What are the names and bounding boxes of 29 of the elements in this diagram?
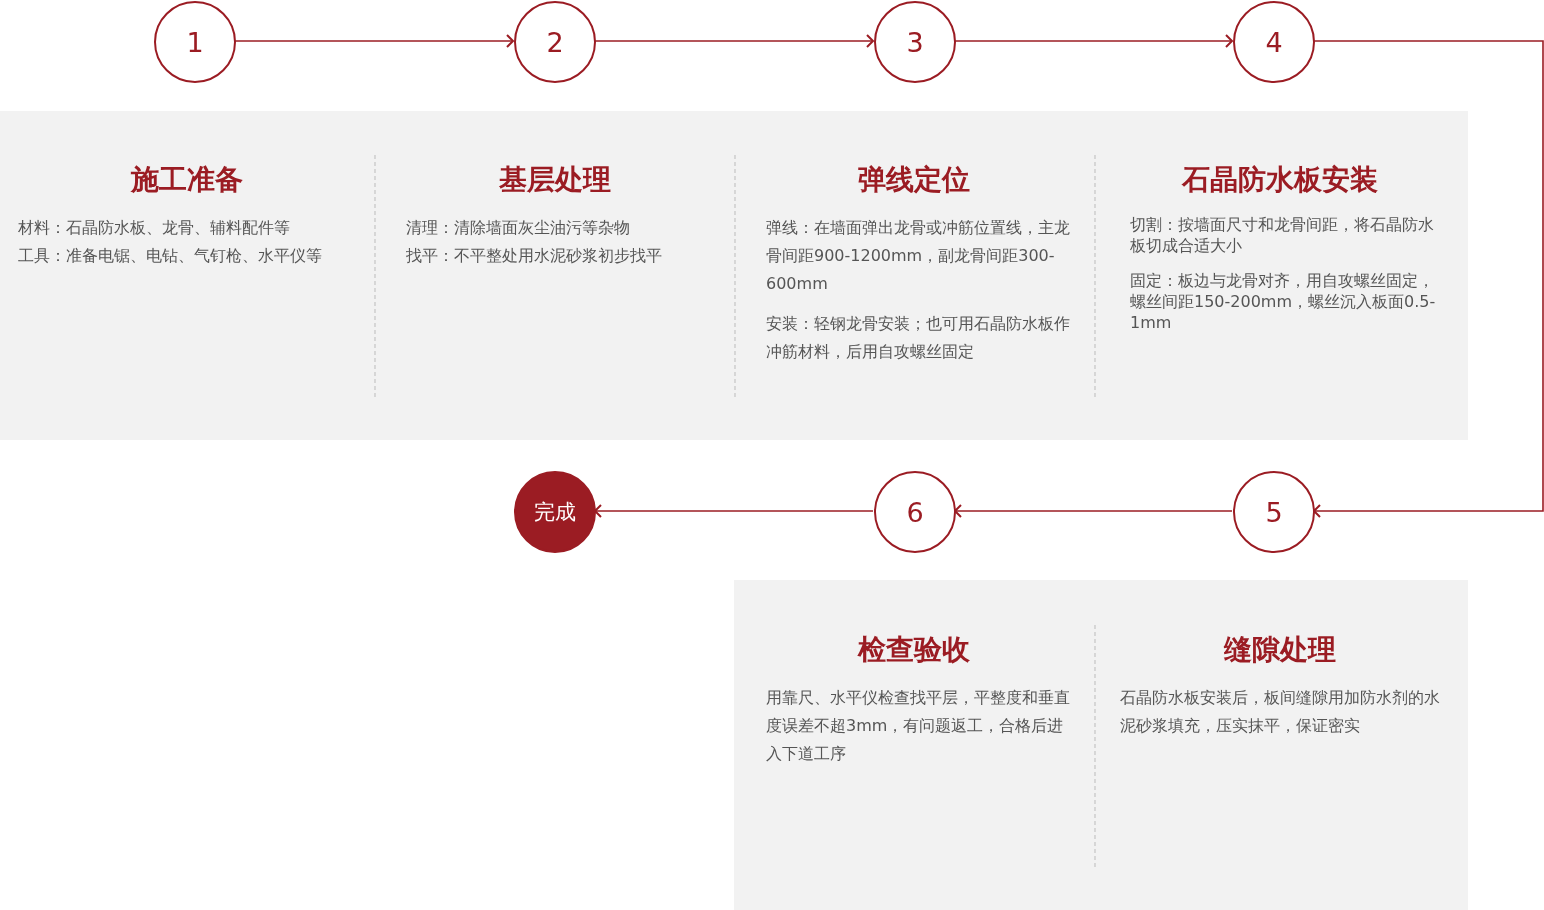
step-description: 工具：准备电锯、电钻、气钉枪、水平仪等 bbox=[18, 245, 323, 267]
arrow bbox=[594, 504, 874, 518]
step-heading: 检查验收 bbox=[856, 632, 971, 668]
step-circle: 5 bbox=[1233, 471, 1315, 553]
step-circle: 3 bbox=[874, 1, 956, 83]
arrow bbox=[954, 34, 1233, 48]
step-circle: 2 bbox=[514, 1, 596, 83]
step-circle: 1 bbox=[154, 1, 236, 83]
arrow bbox=[594, 34, 874, 48]
step-heading: 施工准备 bbox=[129, 162, 244, 198]
step-description: 弹线：在墙面弹出龙骨或冲筋位置线，主龙骨间距900-1200mm，副龙骨间距300-600mm bbox=[766, 217, 1071, 295]
step-description: 安装：轻钢龙骨安装；也可用石晶防水板作冲筋材料，后用自攻螺丝固定 bbox=[766, 313, 1071, 363]
step-description: 清理：清除墙面灰尘油污等杂物 bbox=[406, 217, 631, 239]
step-heading: 基层处理 bbox=[498, 162, 612, 198]
step-heading: 弹线定位 bbox=[857, 162, 971, 198]
arrow bbox=[954, 504, 1233, 518]
step-description: 切割：按墙面尺寸和龙骨间距，将石晶防水板切成合适大小 bbox=[1130, 214, 1435, 256]
step-heading: 石晶防水板安装 bbox=[1180, 162, 1379, 198]
step-circle: 6 bbox=[874, 471, 956, 553]
arrow bbox=[234, 34, 514, 48]
arrow bbox=[1313, 40, 1544, 518]
step-circle: 4 bbox=[1233, 1, 1315, 83]
end-circle: 完成 bbox=[514, 471, 596, 553]
step-description: 石晶防水板安装后，板间缝隙用加防水剂的水泥砂浆填充，压实抹平，保证密实 bbox=[1120, 687, 1441, 737]
step-description: 找平：不平整处用水泥砂浆初步找平 bbox=[406, 245, 663, 267]
step-heading: 缝隙处理 bbox=[1223, 632, 1337, 668]
step-description: 用靠尺、水平仪检查找平层，平整度和垂直度误差不超3mm，有问题返工，合格后进入下道工序 bbox=[766, 687, 1071, 765]
step-description: 固定：板边与龙骨对齐，用自攻螺丝固定，螺丝间距150-200mm，螺丝沉入板面0.5-1mm bbox=[1130, 270, 1437, 333]
step-description: 材料：石晶防水板、龙骨、辅料配件等 bbox=[18, 217, 291, 239]
